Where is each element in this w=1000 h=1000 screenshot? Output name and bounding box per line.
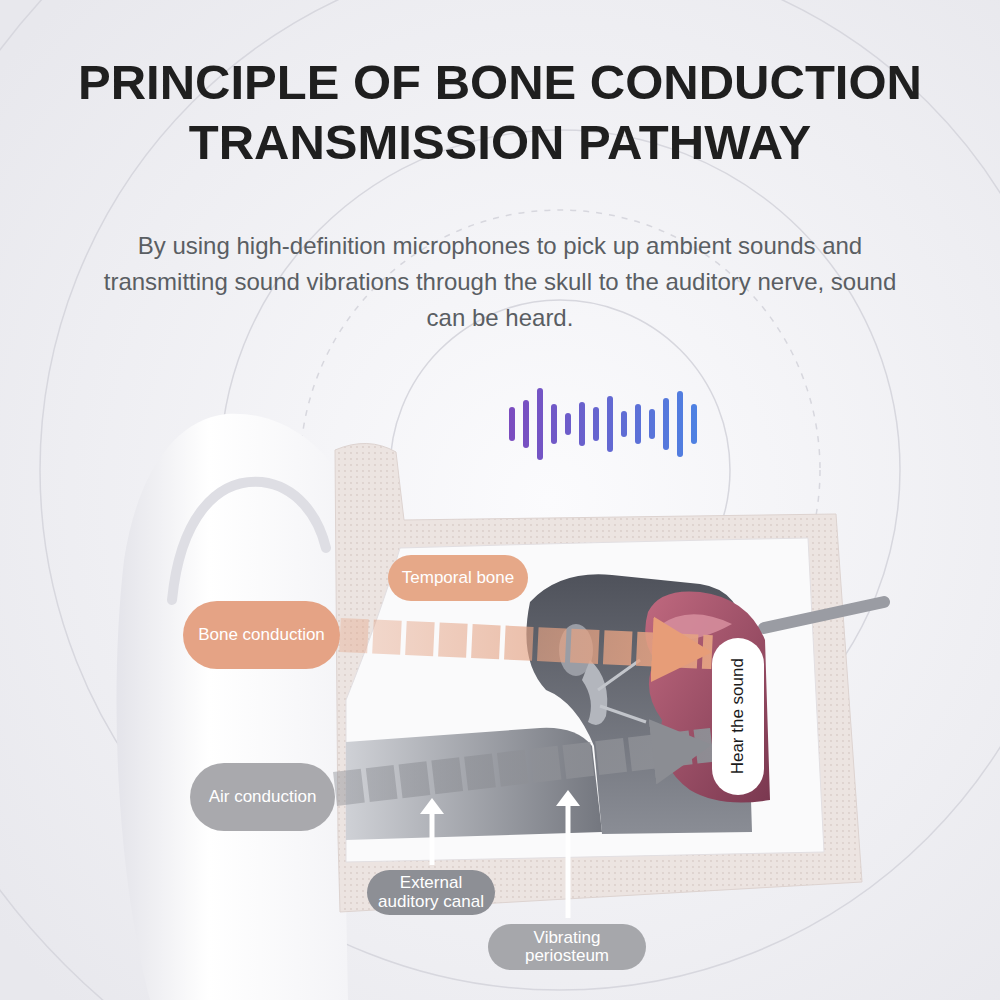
label-pill: Air conduction xyxy=(190,763,335,831)
pointer-head xyxy=(556,790,580,806)
bone-lining xyxy=(346,538,824,862)
node-label: Temporal bone xyxy=(402,568,514,588)
result-pill: Hear the sound xyxy=(712,638,764,795)
title: PRINCIPLE OF BONE CONDUCTION TRANSMISSIO… xyxy=(20,52,980,172)
wave-bar xyxy=(691,404,697,444)
node-label: Hear the sound xyxy=(728,658,748,774)
ossicle xyxy=(582,660,607,725)
ossicle-link xyxy=(600,706,646,722)
auditory-nerve xyxy=(764,602,884,628)
wave-bar xyxy=(579,402,585,446)
pointer-head xyxy=(420,798,444,814)
cochlea xyxy=(645,591,770,802)
caption-text: By using high-definition microphones to … xyxy=(104,232,896,331)
label-pill: Bone conduction xyxy=(183,601,340,669)
label-pill: Temporal bone xyxy=(388,555,528,601)
arrow-connector xyxy=(340,635,712,652)
title-text: PRINCIPLE OF BONE CONDUCTION TRANSMISSIO… xyxy=(78,55,922,169)
wave-bar xyxy=(537,388,543,460)
ear-fold xyxy=(172,482,326,600)
temporal-bone xyxy=(335,443,862,912)
sound-wave-icon xyxy=(509,388,697,460)
wave-bar xyxy=(677,391,683,457)
wave-bar xyxy=(635,404,641,444)
node-label: Bone conduction xyxy=(198,625,325,645)
wave-bar xyxy=(551,404,557,444)
wave-bar xyxy=(607,396,613,452)
label-pill: External auditory canal xyxy=(367,870,495,915)
wave-bar xyxy=(565,413,571,435)
arrow-connector xyxy=(335,745,712,789)
label-pill: Vibrating periosteum xyxy=(488,924,646,970)
wave-bar xyxy=(523,400,529,448)
wave-bar xyxy=(663,398,669,450)
outer-ear xyxy=(116,414,348,1000)
pointer-line xyxy=(566,804,571,918)
caption: By using high-definition microphones to … xyxy=(90,228,910,336)
pointer-line xyxy=(430,812,435,865)
wave-bar xyxy=(649,409,655,439)
node-label: External auditory canal xyxy=(375,874,487,911)
node-label: Vibrating periosteum xyxy=(505,929,629,966)
wave-bar xyxy=(621,411,627,437)
wave-bar xyxy=(509,407,515,441)
node-label: Air conduction xyxy=(209,787,317,807)
wave-bar xyxy=(593,407,599,441)
